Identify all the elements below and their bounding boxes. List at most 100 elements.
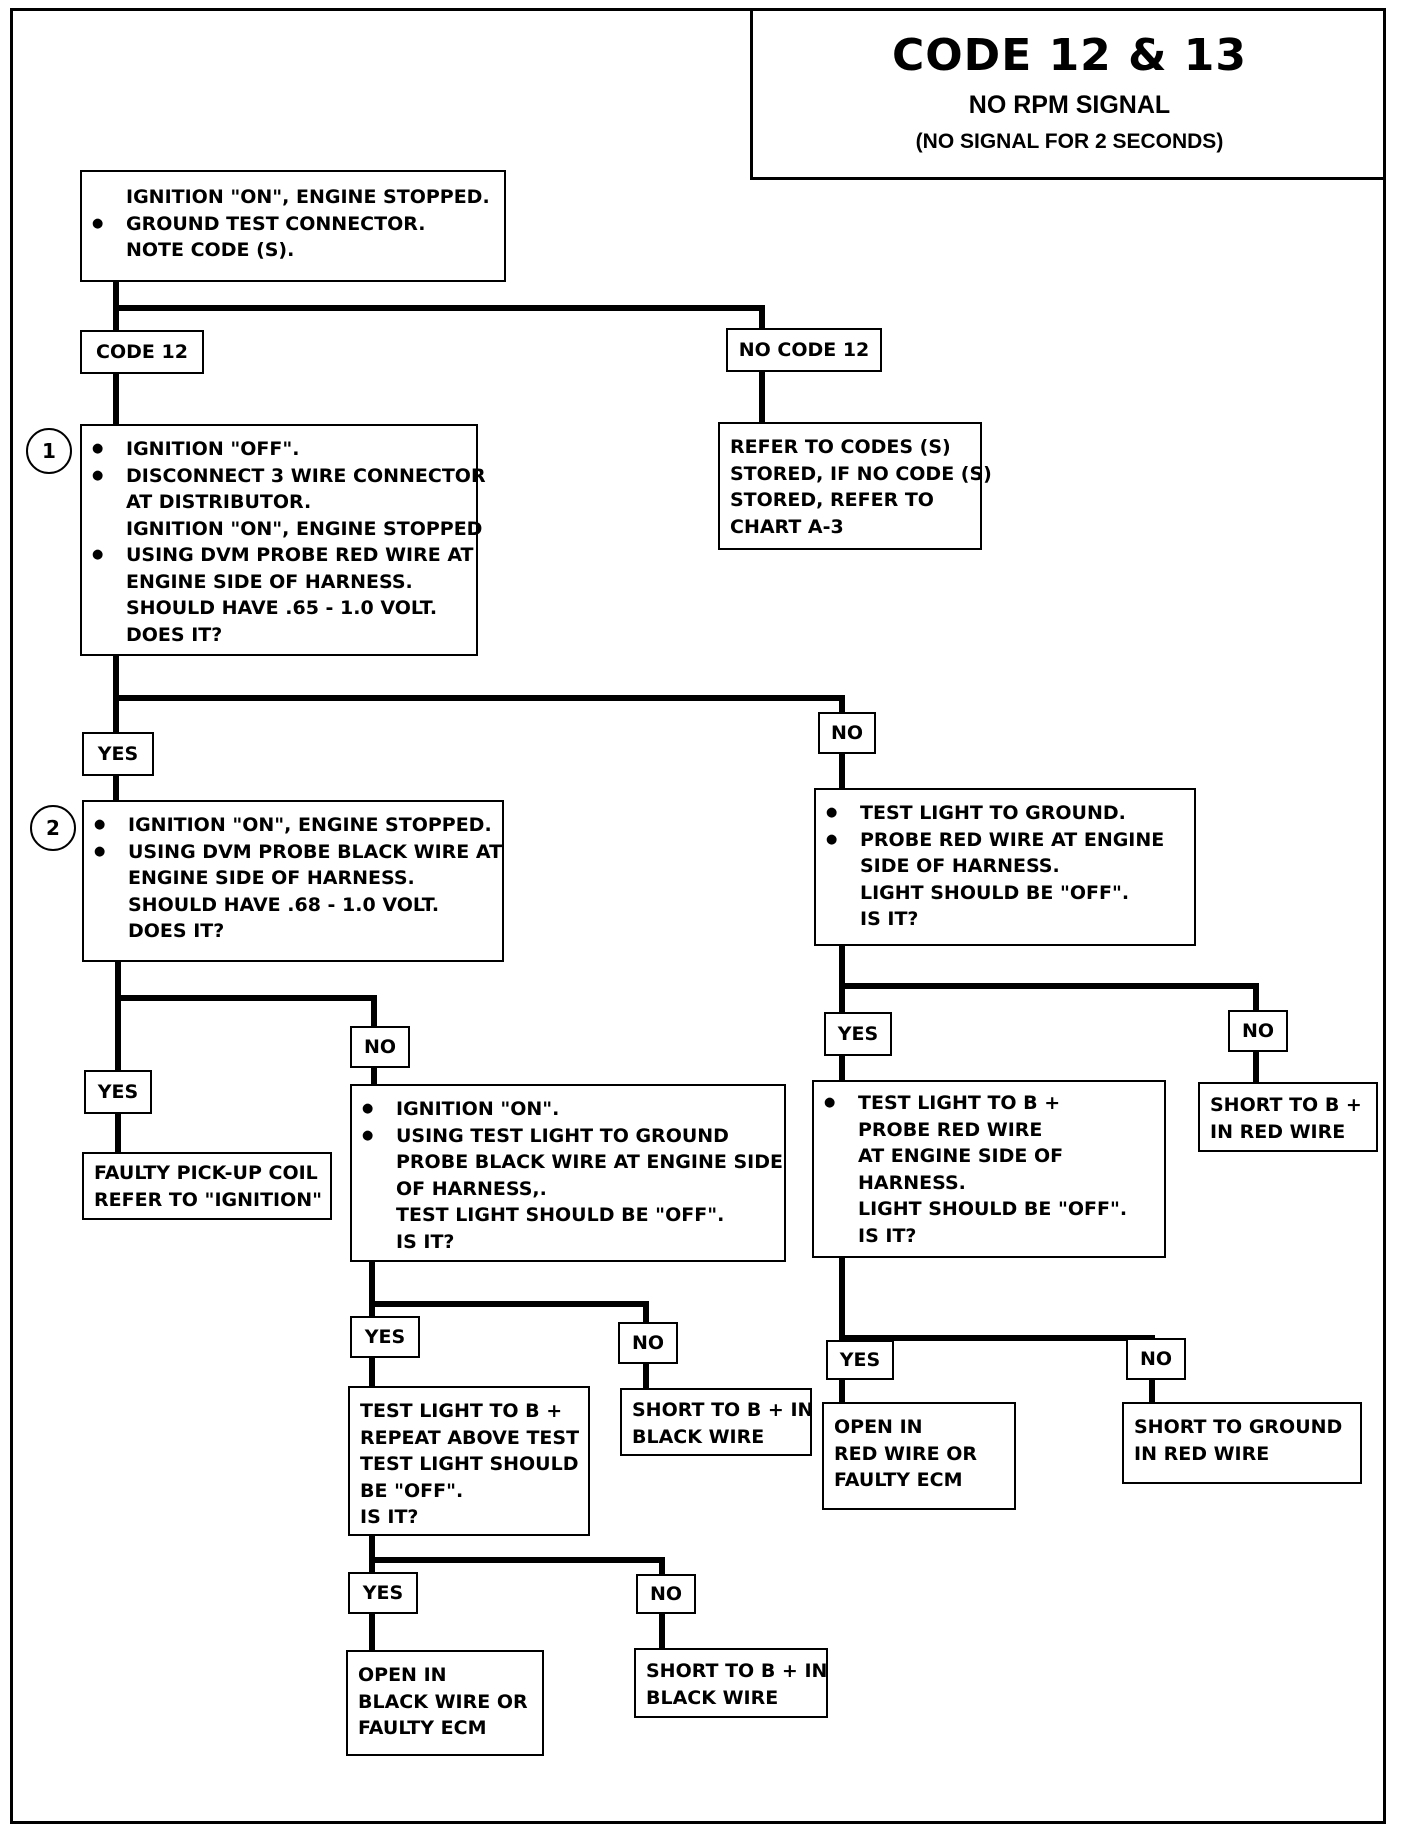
step-line: FAULTY ECM [834, 1469, 963, 1491]
step-line: IN RED WIRE [1134, 1442, 1270, 1465]
step-line: HARNESS. [858, 1171, 966, 1194]
black-ground-test-box: IGNITION "ON". USING TEST LIGHT TO GROUN… [350, 1084, 786, 1262]
no-code12-label: NO CODE 12 [726, 328, 882, 372]
step-line: DOES IT? [126, 623, 223, 646]
step1-box: IGNITION "OFF". DISCONNECT 3 WIRE CONNEC… [80, 424, 486, 656]
step-line: OF HARNESS,. [396, 1177, 547, 1200]
line-redground-no [839, 983, 1259, 1017]
title-box: CODE 12 & 13 NO RPM SIGNAL (NO SIGNAL FO… [750, 8, 1386, 180]
step-line: NOTE CODE (S). [126, 239, 295, 261]
short-bplus-black-box-1: SHORT TO B + IN BLACK WIRE [620, 1388, 814, 1456]
step-line: REFER TO CODES (S) [730, 436, 951, 458]
step-line: PROBE RED WIRE AT ENGINE [816, 827, 1194, 854]
yes-label: YES [348, 1572, 418, 1614]
step-line: IS IT? [360, 1506, 419, 1528]
open-black-box: OPEN IN BLACK WIRE OR FAULTY ECM [346, 1650, 544, 1756]
step-line: IGNITION "ON", ENGINE STOPPED [126, 517, 483, 540]
no-label: NO [818, 712, 876, 754]
chart-note: (NO SIGNAL FOR 2 SECONDS) [915, 130, 1224, 153]
step-line: ENGINE SIDE OF HARNESS. [126, 570, 413, 593]
step-line: USING TEST LIGHT TO GROUND [352, 1123, 784, 1150]
step-line: TEST LIGHT TO B + [360, 1400, 563, 1422]
step-line: SHORT TO B + IN [632, 1399, 814, 1421]
line-start-nocode12 [113, 305, 765, 335]
step-line: FAULTY PICK-UP COIL [94, 1162, 318, 1184]
step-marker-1: 1 [26, 428, 72, 474]
step-line: REPEAT ABOVE TEST [360, 1426, 580, 1449]
chart-title: CODE 12 & 13 [891, 30, 1248, 81]
step-line: SHORT TO B + IN [646, 1660, 828, 1682]
line-blackground-no [369, 1301, 649, 1329]
open-red-box: OPEN IN RED WIRE OR FAULTY ECM [822, 1402, 1016, 1510]
step-line: PROBE RED WIRE [858, 1118, 1043, 1141]
step-line: BLACK WIRE OR [358, 1690, 528, 1713]
step-line: IGNITION "OFF". [82, 436, 476, 463]
yes-label: YES [824, 1012, 892, 1056]
step-line: SHORT TO GROUND [1134, 1416, 1343, 1438]
step-line: SHOULD HAVE .68 - 1.0 VOLT. [128, 893, 440, 916]
yes-label: YES [826, 1340, 894, 1380]
step2-box: IGNITION "ON", ENGINE STOPPED. USING DVM… [82, 800, 504, 962]
no-label: NO [1126, 1338, 1186, 1380]
line-step2-no [115, 995, 377, 1033]
step-line: DISCONNECT 3 WIRE CONNECTOR [82, 463, 486, 490]
no-label: NO [1228, 1010, 1288, 1052]
step-line: BLACK WIRE [632, 1425, 765, 1448]
step-line: TEST LIGHT TO B + [814, 1090, 1164, 1117]
no-label: NO [618, 1322, 678, 1364]
no-label: NO [636, 1574, 696, 1614]
short-bplus-black-box-2: SHORT TO B + IN BLACK WIRE [634, 1648, 828, 1718]
chart-subtitle: NO RPM SIGNAL [968, 91, 1171, 119]
step-line: REFER TO "IGNITION" [94, 1188, 323, 1211]
step-line: LIGHT SHOULD BE "OFF". [858, 1198, 1128, 1220]
step-line: TEST LIGHT TO GROUND. [816, 800, 1194, 827]
step-line: ENGINE SIDE OF HARNESS. [128, 867, 415, 889]
step-line: TEST LIGHT SHOULD BE "OFF". [396, 1204, 725, 1226]
line-blackbplus-no [369, 1557, 665, 1579]
step-line: PROBE BLACK WIRE AT ENGINE SIDE [396, 1151, 783, 1173]
red-bplus-test-box: TEST LIGHT TO B + PROBE RED WIRE AT ENGI… [812, 1080, 1166, 1258]
step-line: FAULTY ECM [358, 1717, 487, 1739]
step-line: AT ENGINE SIDE OF [858, 1145, 1064, 1167]
step-line: IN RED WIRE [1210, 1120, 1346, 1143]
short-ground-red-box: SHORT TO GROUND IN RED WIRE [1122, 1402, 1362, 1484]
step-line: IS IT? [858, 1224, 917, 1247]
step-line: OPEN IN [834, 1416, 923, 1438]
step-line: STORED, IF NO CODE (S) [730, 462, 992, 485]
step-line: BLACK WIRE [646, 1686, 779, 1709]
step-line: IS IT? [860, 908, 919, 930]
step-line: USING DVM PROBE RED WIRE AT [82, 542, 476, 569]
refer-codes-box: REFER TO CODES (S) STORED, IF NO CODE (S… [718, 422, 992, 550]
step-line: GROUND TEST CONNECTOR. [82, 211, 504, 238]
step-line: SHORT TO B + [1210, 1094, 1362, 1116]
step-line: OPEN IN [358, 1664, 447, 1686]
yes-label: YES [350, 1316, 420, 1358]
step-line: RED WIRE OR [834, 1442, 978, 1465]
step-line: AT DISTRIBUTOR. [126, 491, 312, 513]
step-line: SIDE OF HARNESS. [860, 855, 1060, 877]
line-step1-no [113, 695, 845, 717]
step-line: IS IT? [396, 1230, 455, 1253]
step-line: IGNITION "ON", ENGINE STOPPED. [126, 186, 490, 208]
red-ground-test-box: TEST LIGHT TO GROUND. PROBE RED WIRE AT … [814, 788, 1196, 946]
black-bplus-test-box: TEST LIGHT TO B + REPEAT ABOVE TEST TEST… [348, 1386, 590, 1536]
yes-label: YES [82, 732, 154, 776]
step-line: IGNITION "ON", ENGINE STOPPED. [84, 812, 502, 839]
step-line: TEST LIGHT SHOULD [360, 1453, 579, 1475]
step-line: USING DVM PROBE BLACK WIRE AT [84, 839, 502, 866]
yes-label: YES [84, 1070, 152, 1114]
step-marker-2: 2 [30, 805, 76, 851]
start-step-box: IGNITION "ON", ENGINE STOPPED. GROUND TE… [80, 170, 506, 282]
step-line: BE "OFF". [360, 1479, 464, 1502]
code12-label: CODE 12 [80, 330, 204, 374]
short-bplus-red-box: SHORT TO B + IN RED WIRE [1198, 1082, 1378, 1152]
step-line: SHOULD HAVE .65 - 1.0 VOLT. [126, 597, 438, 619]
no-label: NO [350, 1026, 410, 1068]
step-line: STORED, REFER TO [730, 489, 934, 511]
page-frame [10, 8, 1386, 1824]
faulty-pickup-box: FAULTY PICK-UP COIL REFER TO "IGNITION" [82, 1152, 332, 1220]
step-line: CHART A-3 [730, 515, 844, 538]
step-line: DOES IT? [128, 920, 225, 942]
step-line: IGNITION "ON". [352, 1096, 784, 1123]
